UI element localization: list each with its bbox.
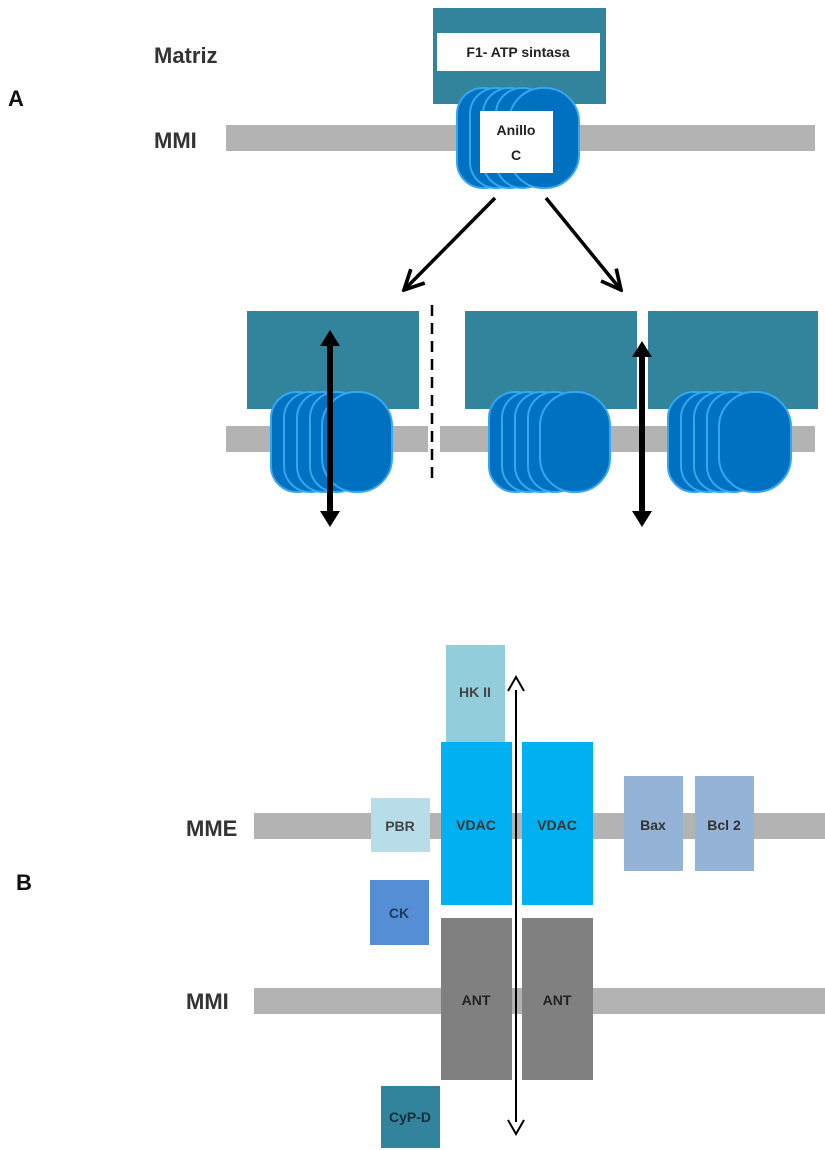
hk2-label: HK II [459, 684, 491, 700]
ck-label: CK [389, 905, 409, 921]
ck-box [370, 880, 429, 945]
cypd-label: CyP-D [389, 1109, 431, 1125]
ptp-arrow-head-top [507, 674, 525, 692]
panel-b-label: B [16, 870, 32, 895]
vdac-label-2: VDAC [537, 817, 577, 833]
vdac-label-1: VDAC [456, 817, 496, 833]
ant-label-2: ANT [543, 992, 572, 1008]
ant-label-1: ANT [462, 992, 491, 1008]
ptp-arrow-head-bottom [507, 1119, 525, 1137]
dimer-model [465, 311, 818, 527]
pbr-label: PBR [385, 818, 415, 834]
ant-box-2 [522, 918, 593, 1080]
f1-label-box [437, 33, 600, 71]
cypd-box [381, 1086, 440, 1148]
ant-box-1 [441, 918, 512, 1080]
f1-label: F1- ATP sintasa [466, 44, 569, 60]
bax-box [624, 776, 683, 871]
ring-label-line2: C [511, 147, 521, 163]
mme-label: MME [186, 816, 237, 841]
matrix-label: Matriz [154, 43, 218, 68]
ring-label-box [480, 111, 553, 173]
ring-label-line1: Anillo [497, 122, 536, 138]
vdac-box-2 [522, 742, 593, 905]
mmi-label-b: MMI [186, 989, 229, 1014]
panel-a-label: A [8, 86, 24, 111]
bcl2-label: Bcl 2 [707, 817, 741, 833]
arrow-to-monomer [404, 196, 497, 290]
hk2-box [446, 645, 505, 742]
vdac-box-1 [441, 742, 512, 905]
mmi-label-a: MMI [154, 128, 197, 153]
bax-label: Bax [640, 817, 666, 833]
panel-b: B MME MMI HK II PBR VDAC VDAC Bax Bcl 2 … [16, 645, 825, 1148]
monomer-model [247, 311, 419, 527]
pbr-box [371, 798, 430, 852]
bcl2-box [695, 776, 754, 871]
panel-a: A Matriz MMI F1- ATP sintasa Anillo C [8, 8, 818, 527]
arrow-to-dimer [544, 196, 621, 290]
